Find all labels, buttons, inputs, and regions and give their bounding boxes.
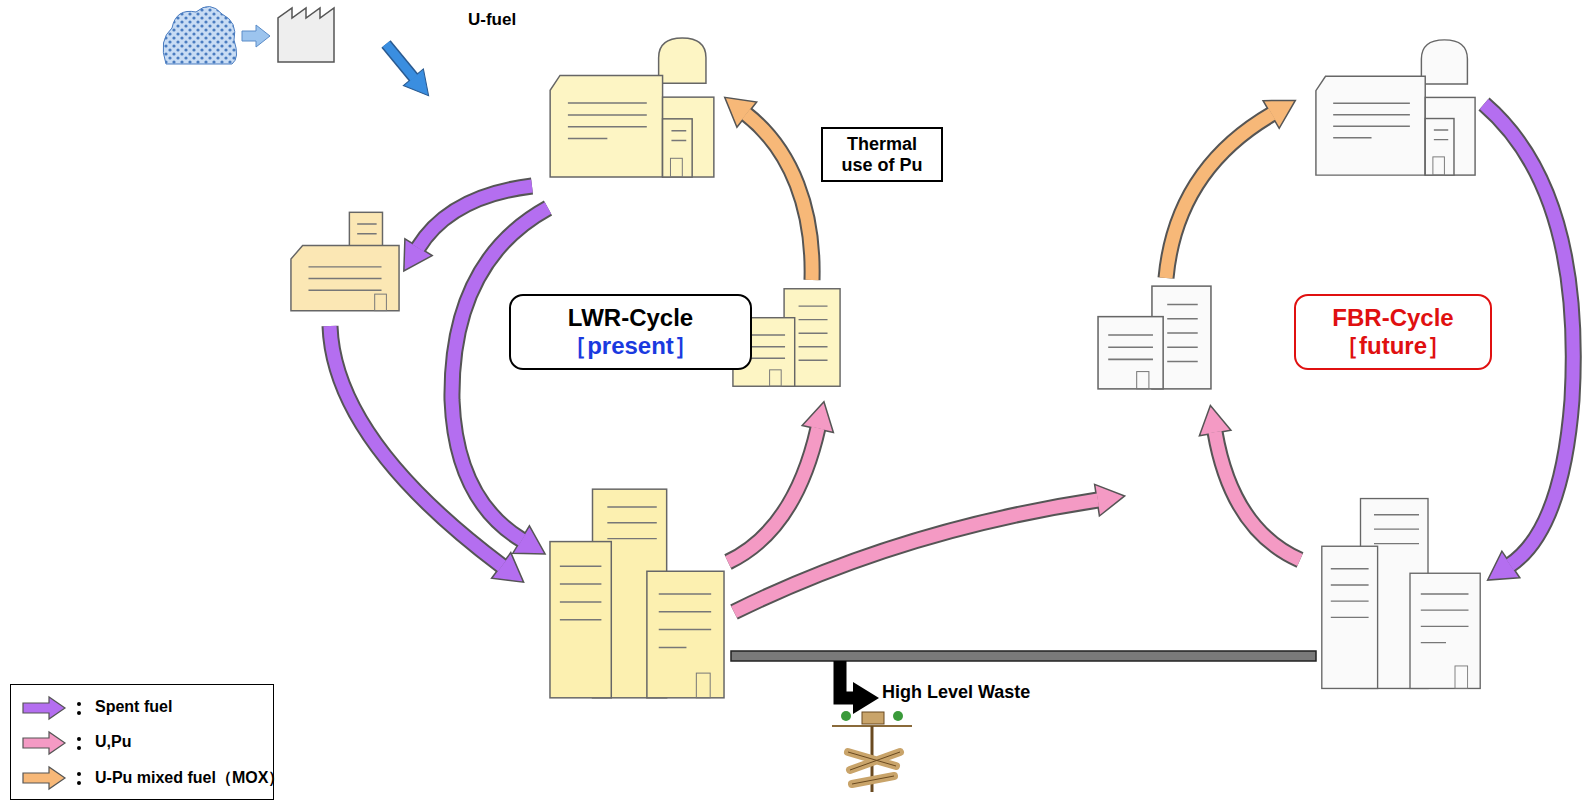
box-subtitle: ［present］: [563, 332, 698, 360]
label-box: Thermal use of Pu: [821, 127, 943, 182]
legend-swatch: [21, 730, 67, 756]
legend-row: U,Pu: [11, 730, 273, 756]
legend-text: U,Pu: [95, 733, 131, 751]
legend-row: Spent fuel: [11, 695, 273, 721]
legend-text: Spent fuel: [95, 698, 172, 716]
legend-text: U-Pu mixed fuel（MOX）: [95, 768, 284, 789]
box-title: Thermal use of Pu: [831, 134, 933, 175]
legend-swatch: [21, 695, 67, 721]
cycle-box: FBR-Cycle［future］: [1294, 294, 1492, 370]
box-title: FBR-Cycle: [1332, 304, 1453, 332]
fuel-label: U-fuel: [468, 10, 516, 30]
legend-swatch: [21, 765, 67, 791]
legend-colon: [75, 730, 83, 756]
box-title: LWR-Cycle: [568, 304, 693, 332]
legend-colon: [75, 695, 83, 721]
legend-row: U-Pu mixed fuel（MOX）: [11, 765, 273, 791]
legend-box: Spent fuelU,PuU-Pu mixed fuel（MOX）: [10, 684, 274, 800]
waste-label: High Level Waste: [882, 682, 1030, 703]
legend-colon: [75, 765, 83, 791]
cycle-box: LWR-Cycle［present］: [509, 294, 752, 370]
box-subtitle: ［future］: [1335, 332, 1451, 360]
